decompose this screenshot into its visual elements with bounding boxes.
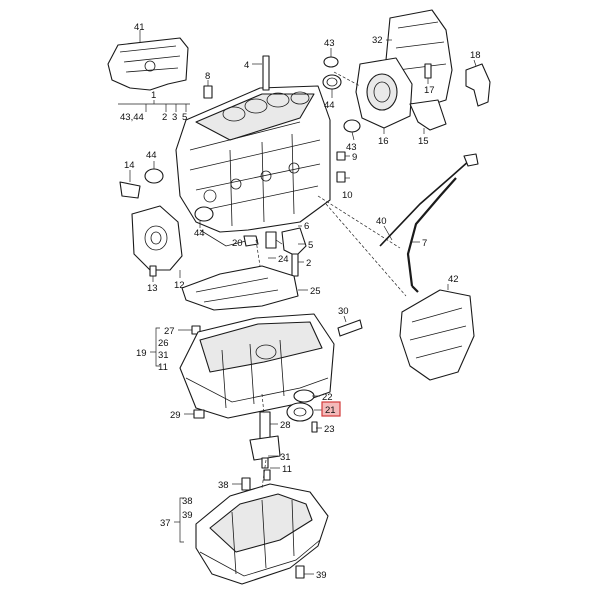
- part-1-engine-block: [175, 85, 331, 247]
- callout-32: 32: [372, 35, 383, 46]
- part-10-plug: [336, 171, 346, 183]
- callout-13: 13: [147, 283, 158, 294]
- callout-30: 30: [338, 306, 349, 317]
- callout-40: 40: [376, 216, 387, 227]
- callout-22: 22: [322, 392, 333, 403]
- callout-38-bracket: 38: [182, 496, 193, 507]
- callout-16: 16: [378, 136, 389, 147]
- callout-18: 18: [470, 50, 481, 61]
- part-44-seal-left: [144, 168, 164, 184]
- callout-17: 17: [424, 85, 435, 96]
- callout-12: 12: [174, 280, 185, 291]
- callout-28: 28: [280, 420, 291, 431]
- callout-15: 15: [418, 136, 429, 147]
- part-19-oil-pan: [179, 313, 335, 419]
- part-12-front-cover: [131, 205, 183, 271]
- assembly-dash-lines: [255, 71, 407, 489]
- callout-24: 24: [278, 254, 289, 265]
- callout-29: 29: [170, 410, 181, 421]
- part-6-5-bracket-cluster: [243, 227, 307, 277]
- part-28-pickup-tube: [249, 411, 281, 461]
- part-39-drain-plug: [295, 565, 305, 579]
- callout-19: 19: [136, 348, 147, 359]
- part-15-bracket: [409, 99, 447, 131]
- part-4-stud: [252, 55, 270, 91]
- callout-43-mid: 43: [346, 142, 357, 153]
- callout-44-top: 44: [324, 100, 335, 111]
- callout-11-low: 11: [282, 464, 292, 475]
- part-22-o-ring: [293, 389, 315, 403]
- part-13-bolt: [149, 265, 157, 277]
- part-18-bracket: [465, 63, 491, 107]
- callout-2-top: 2: [162, 112, 167, 123]
- callout-10: 10: [342, 190, 353, 201]
- part-14-plate: [119, 181, 141, 199]
- callout-3: 3: [172, 112, 177, 123]
- callout-23: 23: [324, 424, 335, 435]
- part-8-bolt: [203, 80, 213, 99]
- callout-21-highlight: [321, 401, 341, 417]
- part-17-bolt: [424, 63, 432, 79]
- callout-14: 14: [124, 160, 135, 171]
- part-43-44-seals: [322, 56, 342, 90]
- callout-31-low: 31: [280, 452, 291, 463]
- part-40-dipstick: [379, 153, 479, 247]
- callout-labels: 41 4 8 1 43,44 2 3 5 43 44 32 17 18 16 1…: [120, 22, 481, 581]
- part-31-bolt: [261, 457, 269, 469]
- callout-39-bracket: 39: [182, 510, 193, 521]
- part-43-seal: [343, 119, 361, 133]
- part-41-cover: [107, 30, 189, 91]
- callout-6: 6: [304, 221, 309, 232]
- callout-26: 26: [158, 338, 169, 349]
- callout-42: 42: [448, 274, 459, 285]
- callout-4: 4: [244, 60, 249, 71]
- leader-lines: [118, 39, 477, 575]
- part-29-drain-bolt: [193, 409, 205, 419]
- callout-43-44: 43,44: [120, 112, 144, 123]
- callout-31-mid: 31: [158, 350, 169, 361]
- callout-41: 41: [134, 22, 145, 33]
- part-37-lower-oil-pan: [195, 483, 329, 585]
- callout-27: 27: [164, 326, 175, 337]
- part-30-strip: [337, 319, 363, 337]
- callout-2-mid: 2: [306, 258, 311, 269]
- part-11-bolt: [263, 469, 271, 481]
- callout-37: 37: [160, 518, 171, 529]
- part-9-plug: [336, 151, 346, 161]
- part-21-seal: [286, 402, 314, 422]
- callout-39-bottom: 39: [316, 570, 327, 581]
- part-23-bolt: [311, 421, 318, 433]
- callout-44-left: 44: [146, 150, 157, 161]
- callout-5-top: 5: [182, 112, 187, 123]
- callout-7: 7: [422, 238, 427, 249]
- part-16-seal-flange: [355, 57, 413, 129]
- callout-1: 1: [151, 90, 156, 101]
- callout-9: 9: [352, 152, 357, 163]
- part-38-bolt: [241, 477, 251, 491]
- callout-5-mid: 5: [308, 240, 313, 251]
- callout-44-front: 44: [194, 228, 205, 239]
- callout-25: 25: [310, 286, 321, 297]
- part-7-oil-pipe: [406, 177, 457, 293]
- callout-38-left: 38: [218, 480, 229, 491]
- part-44-seal-front: [194, 206, 214, 222]
- callout-8: 8: [205, 71, 210, 82]
- callout-43-top: 43: [324, 38, 335, 49]
- callout-11-mid: 11: [158, 362, 168, 373]
- callout-21: 21: [325, 405, 336, 416]
- callout-20: 20: [232, 238, 243, 249]
- part-42-cover: [399, 289, 475, 381]
- part-25-oil-baffle: [181, 265, 299, 311]
